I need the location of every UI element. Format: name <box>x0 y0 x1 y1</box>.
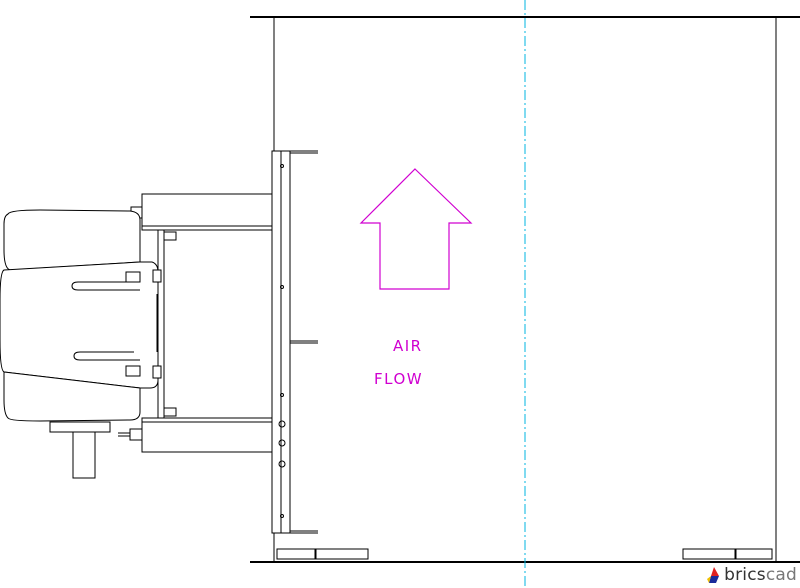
base-bolt <box>163 407 177 417</box>
plate-hole <box>280 514 284 518</box>
air-flow-arrow-icon <box>359 168 473 290</box>
motor-slot-upper <box>71 281 140 291</box>
motor-base-plate <box>157 229 165 419</box>
motor-slot-lower <box>73 351 140 361</box>
base-foot <box>276 548 316 560</box>
watermark-text-part1: brics <box>724 565 766 585</box>
bricscad-watermark-text: bricscad <box>724 565 797 585</box>
plate-hole <box>280 164 284 168</box>
bricscad-watermark: bricscad <box>707 565 797 585</box>
upper-bracket-arm <box>141 193 273 231</box>
motor-shaft <box>72 431 96 479</box>
motor-bolt <box>125 271 141 283</box>
motor-lower-lobe <box>3 371 141 422</box>
bricscad-logo-icon <box>707 567 720 583</box>
base-foot <box>735 548 773 560</box>
plate-hole <box>278 460 286 468</box>
watermark-text-part2: cad <box>765 565 797 585</box>
plate-hole <box>278 439 286 447</box>
lower-bolt-nut <box>129 428 143 441</box>
motor-mount-bolt <box>152 365 162 379</box>
plate-hole <box>280 393 284 397</box>
base-foot <box>682 548 736 560</box>
air-flow-label-line1: AIR <box>393 337 423 355</box>
motor-mount-bolt <box>152 269 162 283</box>
plate-hole <box>278 420 286 428</box>
shaft-collar <box>49 421 111 433</box>
motor-bolt <box>125 365 141 377</box>
base-foot <box>315 548 369 560</box>
lower-bracket-arm <box>141 417 273 453</box>
motor-middle-body <box>0 261 159 389</box>
plate-hole <box>280 285 284 289</box>
motor-upper-lobe <box>3 209 141 271</box>
base-bolt <box>163 231 177 241</box>
air-flow-label-line2: FLOW <box>374 370 423 388</box>
